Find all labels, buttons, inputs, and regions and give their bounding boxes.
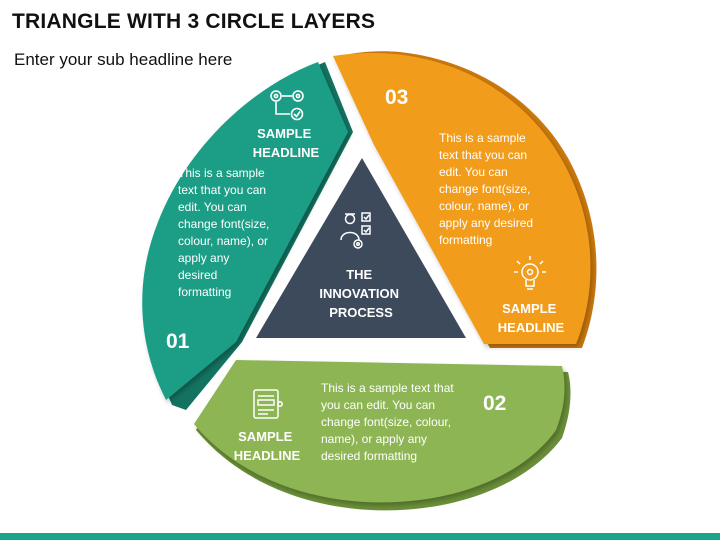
- segment-02-text-3: change font(size, colour,: [321, 415, 451, 429]
- triangle-fill: [256, 158, 466, 338]
- segment-01-text-5: colour, name), or: [178, 234, 268, 248]
- segment-03-headline-2: HEADLINE: [498, 320, 565, 335]
- segment-01-text-7: desired: [178, 268, 217, 282]
- segment-02-headline-1: SAMPLE: [238, 429, 293, 444]
- segment-01-text-3: edit. You can: [178, 200, 247, 214]
- segment-01-headline-2: HEADLINE: [253, 145, 320, 160]
- center-line-3: PROCESS: [329, 305, 393, 320]
- segment-02-shape: [194, 360, 565, 503]
- svg-text:This is a sample text that: This is a sample text that you can edit.…: [321, 381, 457, 463]
- segment-03-text-3: edit. You can: [439, 165, 508, 179]
- svg-text:This is a sample text th: This is a sample text that you can edit.…: [439, 131, 536, 247]
- svg-text:SAMPLE HEADLINE: SAMPLE HEADLINE: [234, 429, 301, 463]
- segment-03-text-1: This is a sample: [439, 131, 526, 145]
- segment-03-text-4: change font(size,: [439, 182, 530, 196]
- svg-text:SAMPLE HEADLINE: SAMPLE HEADLINE: [253, 126, 320, 160]
- segment-01-text-2: text that you can: [178, 183, 266, 197]
- segment-03-text-2: text that you can: [439, 148, 527, 162]
- gears-flow-icon: [270, 90, 304, 121]
- segment-01-shape: [142, 62, 348, 400]
- segment-02-text-1: This is a sample text that: [321, 381, 454, 395]
- segment-02-number: 02: [483, 392, 506, 415]
- segment-02-text-4: name), or apply any: [321, 432, 427, 446]
- segment-02: SAMPLE HEADLINE This is a sample text th…: [194, 360, 571, 511]
- segment-03-headline-1: SAMPLE: [502, 301, 557, 316]
- svg-text:THE INNOVATION PRO: THE INNOVATION PROCESS: [319, 267, 402, 320]
- center-line-1: THE: [346, 267, 372, 282]
- center-triangle: THE INNOVATION PROCESS: [242, 144, 480, 348]
- segment-02-text-5: desired formatting: [321, 449, 417, 463]
- segment-01-text-1: This is a sample: [178, 166, 265, 180]
- segment-03-text-7: formatting: [439, 233, 492, 247]
- segment-03-text-6: apply any desired: [439, 216, 533, 230]
- segment-03-number: 03: [385, 86, 408, 109]
- page-subtitle: Enter your sub headline here: [14, 50, 233, 69]
- segment-02-headline-2: HEADLINE: [234, 448, 301, 463]
- page-title: TRIANGLE WITH 3 CIRCLE LAYERS: [12, 10, 376, 33]
- segment-03-text-5: colour, name), or: [439, 199, 529, 213]
- segment-01-number: 01: [166, 330, 190, 353]
- machine-panel-icon: [253, 389, 283, 419]
- segment-01-text-6: apply any: [178, 251, 229, 265]
- innovation-process-icon: [340, 212, 371, 249]
- svg-text:This is a sample text th: This is a sample text that you can edit.…: [178, 166, 273, 299]
- segment-03-shape: [333, 52, 591, 345]
- center-line-2: INNOVATION: [319, 286, 399, 301]
- segment-01-text-4: change font(size,: [178, 217, 269, 231]
- segment-03: 03 This is a sample text that you can ed…: [333, 51, 597, 348]
- bottom-accent-bar: [0, 533, 720, 540]
- segment-01: SAMPLE HEADLINE This is a sample text th…: [142, 62, 353, 410]
- segment-02-text-2: you can edit. You can: [321, 398, 435, 412]
- segment-01-text-8: formatting: [178, 285, 231, 299]
- idea-bulb-icon: [514, 256, 546, 290]
- svg-text:SAMPLE HEADLINE: SAMPLE HEADLINE: [498, 301, 565, 335]
- segment-01-headline-1: SAMPLE: [257, 126, 312, 141]
